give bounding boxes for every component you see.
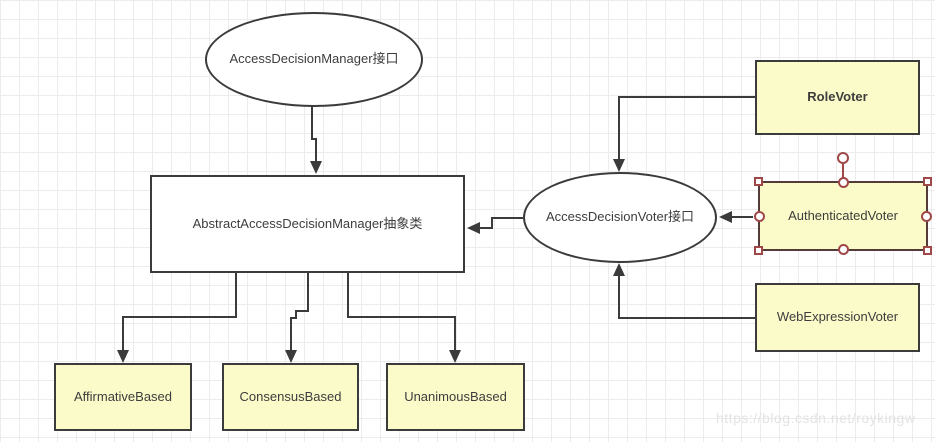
- node-access-decision-voter[interactable]: AccessDecisionVoter接口: [523, 172, 717, 263]
- node-web-expression-voter[interactable]: WebExpressionVoter: [755, 283, 920, 352]
- resize-handle-top-left[interactable]: [754, 177, 763, 186]
- node-access-decision-manager[interactable]: AccessDecisionManager接口: [205, 12, 423, 107]
- connector-webexpressionvoter-to-voter[interactable]: [613, 263, 755, 319]
- node-label: ConsensusBased: [239, 388, 342, 404]
- resize-handle-bottom-left[interactable]: [754, 246, 763, 255]
- resize-handle-top-right[interactable]: [923, 177, 932, 186]
- connector-abstract-to-consensus[interactable]: [285, 273, 309, 363]
- connector-authenticatedvoter-to-voter[interactable]: [719, 211, 753, 223]
- node-label: AbstractAccessDecisionManager抽象类: [192, 215, 423, 231]
- rotate-handle-stem: [842, 164, 844, 178]
- watermark: https://blog.csdn.net/roykingw: [716, 410, 916, 426]
- node-consensus-based[interactable]: ConsensusBased: [222, 363, 359, 431]
- node-affirmative-based[interactable]: AffirmativeBased: [54, 363, 192, 431]
- connector-abstract-to-unanimous[interactable]: [347, 273, 461, 363]
- connector-rolevoter-to-voter[interactable]: [613, 96, 755, 172]
- node-label: AccessDecisionVoter接口: [545, 209, 695, 225]
- resize-handle-bottom-right[interactable]: [923, 246, 932, 255]
- node-label: AccessDecisionManager接口: [229, 51, 399, 67]
- resize-handle-top-center[interactable]: [837, 177, 849, 188]
- resize-handle-right-middle[interactable]: [921, 210, 932, 222]
- node-label: WebExpressionVoter: [776, 309, 899, 325]
- resize-handle-bottom-center[interactable]: [837, 244, 849, 255]
- node-abstract-access-decision-manager[interactable]: AbstractAccessDecisionManager抽象类: [150, 175, 465, 273]
- connector-voter-to-abstract[interactable]: [467, 217, 523, 234]
- node-unanimous-based[interactable]: UnanimousBased: [386, 363, 525, 431]
- resize-handle-left-middle[interactable]: [754, 210, 765, 222]
- node-label: RoleVoter: [807, 89, 868, 105]
- node-role-voter[interactable]: RoleVoter: [755, 60, 920, 135]
- node-label: UnanimousBased: [404, 388, 507, 404]
- node-authenticated-voter[interactable]: AuthenticatedVoter: [754, 152, 932, 255]
- connector-manager-to-abstract[interactable]: [310, 106, 322, 174]
- connector-abstract-to-affirmative[interactable]: [117, 273, 237, 363]
- node-label: AffirmativeBased: [73, 388, 173, 404]
- rotate-handle[interactable]: [837, 152, 849, 164]
- node-label: AuthenticatedVoter: [788, 207, 898, 223]
